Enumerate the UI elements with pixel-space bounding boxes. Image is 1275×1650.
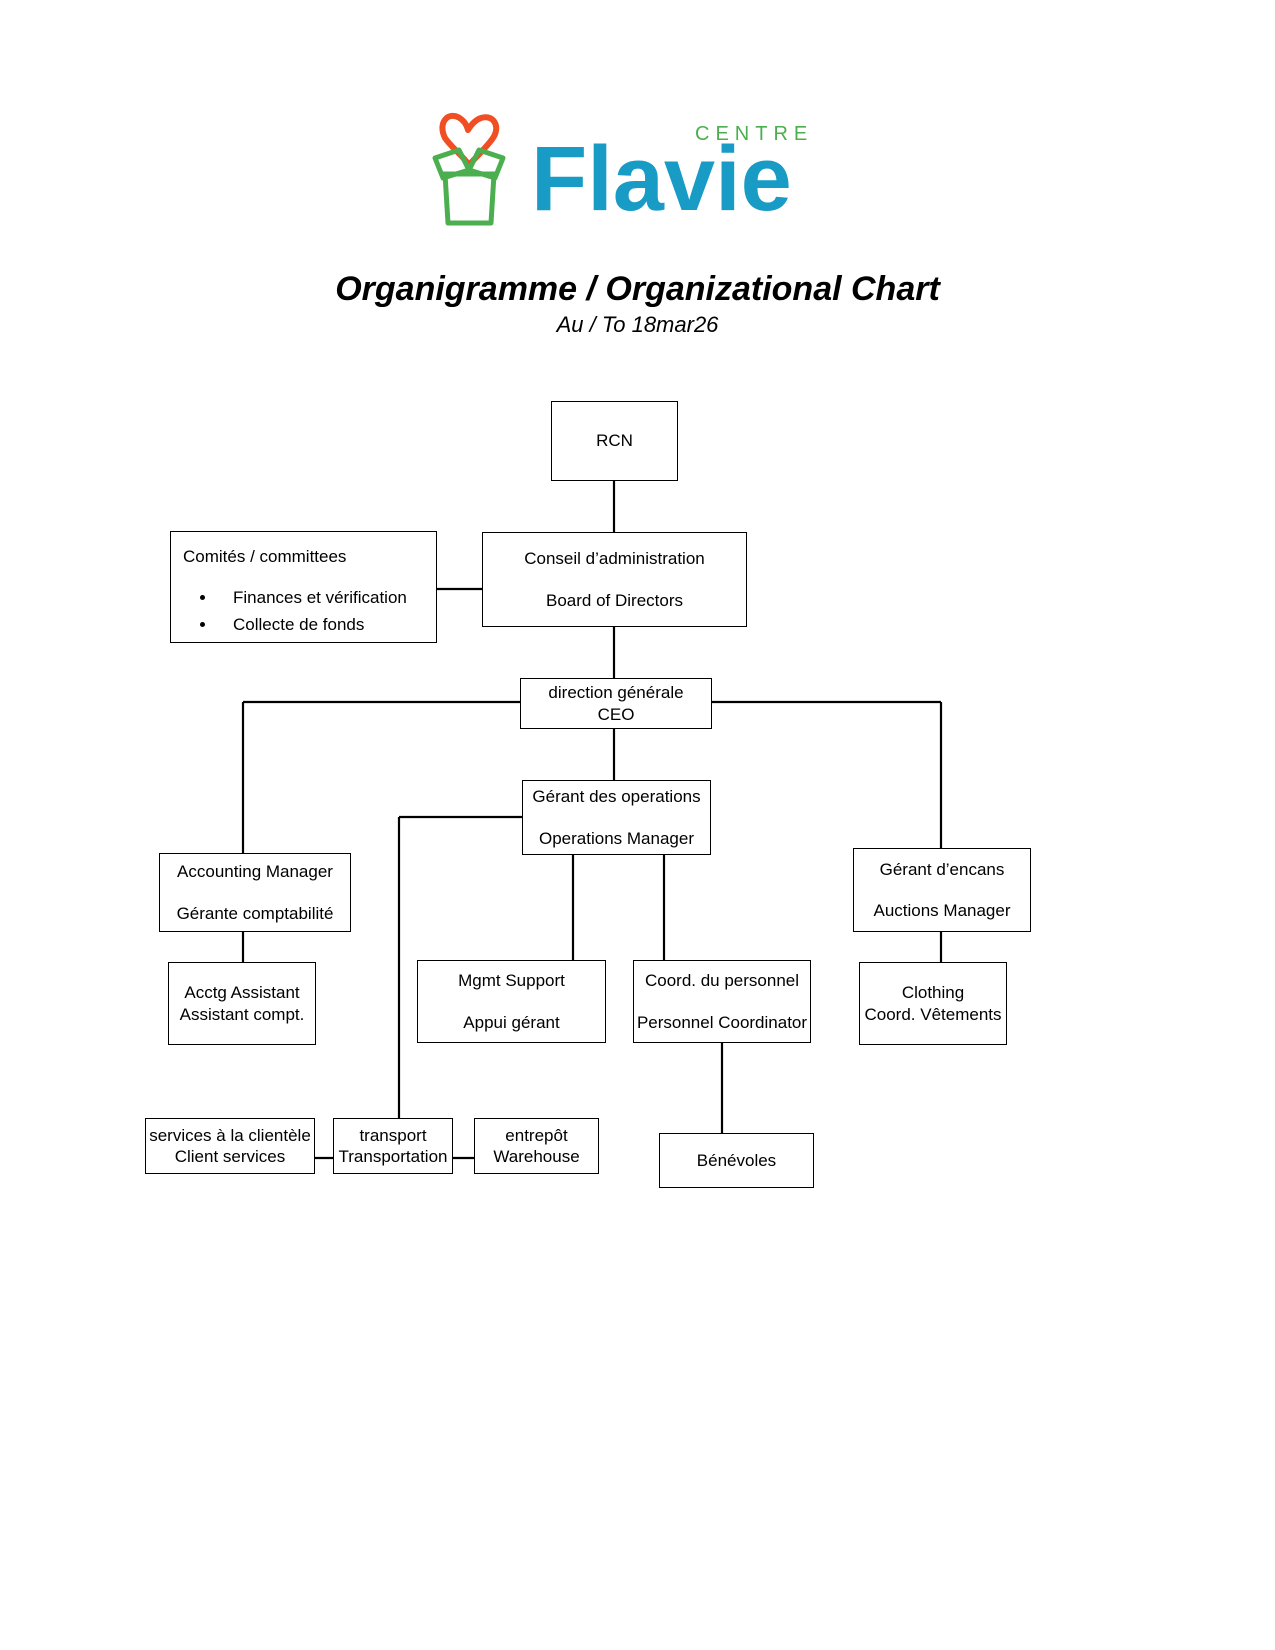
brand-logo: CENTRE Flavie bbox=[0, 92, 1275, 232]
node-clothing-line1: Clothing bbox=[901, 983, 965, 1003]
node-committees[interactable]: Comités / committees Finances et vérific… bbox=[170, 531, 437, 643]
node-client-line2: Client services bbox=[174, 1147, 286, 1166]
node-accounting-assistant[interactable]: Acctg Assistant Assistant compt. bbox=[168, 962, 316, 1045]
node-mgmt-support-line1: Mgmt Support bbox=[458, 971, 565, 991]
node-mgmt-support-line2: Appui gérant bbox=[463, 1012, 560, 1032]
node-warehouse[interactable]: entrepôt Warehouse bbox=[474, 1118, 599, 1174]
node-auctions-manager[interactable]: Gérant d’encans Auctions Manager bbox=[853, 848, 1031, 932]
page-subtitle: Au / To 18mar26 bbox=[556, 312, 719, 337]
committee-item: Collecte de fonds bbox=[217, 612, 407, 638]
node-volunteers[interactable]: Bénévoles bbox=[659, 1133, 814, 1188]
node-acctg-asst-line2: Assistant compt. bbox=[179, 1004, 305, 1024]
node-personnel-coordinator[interactable]: Coord. du personnel Personnel Coordinato… bbox=[633, 960, 811, 1043]
node-client-services[interactable]: services à la clientèle Client services bbox=[145, 1118, 315, 1174]
svg-text:CENTRE: CENTRE bbox=[695, 123, 813, 145]
node-auctions-line1: Gérant d’encans bbox=[879, 859, 1005, 879]
node-ceo-line2: CEO bbox=[597, 704, 635, 724]
node-clothing-coordinator[interactable]: Clothing Coord. Vêtements bbox=[859, 962, 1007, 1045]
node-volunteers-line1: Bénévoles bbox=[696, 1150, 777, 1170]
node-personnel-line1: Coord. du personnel bbox=[644, 971, 800, 991]
node-rcn[interactable]: RCN bbox=[551, 401, 678, 481]
node-transport[interactable]: transport Transportation bbox=[333, 1118, 453, 1174]
node-transport-line1: transport bbox=[359, 1125, 427, 1145]
node-acctg-asst-line1: Acctg Assistant bbox=[184, 983, 300, 1003]
committee-item: Finances et vérification bbox=[217, 585, 407, 611]
node-accounting-manager[interactable]: Accounting Manager Gérante comptabilité bbox=[159, 853, 351, 932]
node-auctions-line2: Auctions Manager bbox=[873, 901, 1011, 920]
svg-text:Flavie: Flavie bbox=[531, 128, 792, 227]
node-committees-title: Comités / committees bbox=[183, 547, 347, 566]
node-transport-line2: Transportation bbox=[338, 1147, 448, 1166]
centre-flavie-logo-icon: CENTRE Flavie bbox=[432, 112, 813, 227]
node-warehouse-line1: entrepôt bbox=[505, 1125, 568, 1145]
node-committees-list: Finances et vérification Collecte de fon… bbox=[183, 585, 407, 638]
node-board-line2: Board of Directors bbox=[546, 590, 683, 610]
node-board-line1: Conseil d’administration bbox=[524, 549, 705, 569]
node-ops-line2: Operations Manager bbox=[539, 828, 694, 848]
node-mgmt-support[interactable]: Mgmt Support Appui gérant bbox=[417, 960, 606, 1043]
node-rcn-line1: RCN bbox=[596, 431, 633, 451]
node-operations-manager[interactable]: Gérant des operations Operations Manager bbox=[522, 780, 711, 855]
node-ceo-line1: direction générale bbox=[548, 683, 684, 703]
node-personnel-line2: Personnel Coordinator bbox=[636, 1012, 808, 1032]
node-client-line1: services à la clientèle bbox=[149, 1125, 311, 1145]
node-accounting-line2: Gérante comptabilité bbox=[176, 903, 334, 923]
node-ops-line1: Gérant des operations bbox=[532, 787, 701, 807]
node-clothing-line2: Coord. Vêtements bbox=[864, 1004, 1002, 1024]
node-accounting-line1: Accounting Manager bbox=[177, 862, 333, 882]
page-title: Organigramme / Organizational Chart bbox=[335, 270, 940, 308]
node-board-of-directors[interactable]: Conseil d’administration Board of Direct… bbox=[482, 532, 747, 627]
node-warehouse-line2: Warehouse bbox=[493, 1147, 580, 1166]
node-ceo[interactable]: direction générale CEO bbox=[520, 678, 712, 729]
